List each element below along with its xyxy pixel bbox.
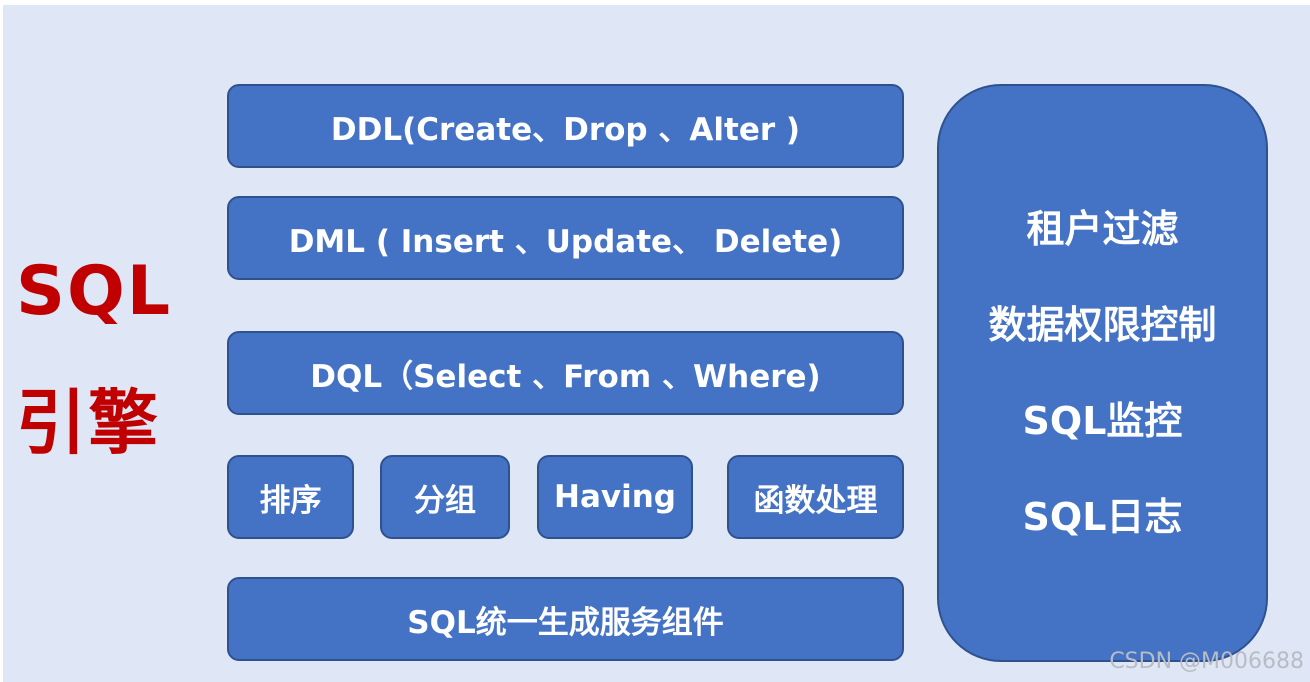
sql-service-label: SQL统一生成服务组件 (407, 604, 724, 641)
right-panel: 租户过滤 数据权限控制 SQL监控 SQL日志 (937, 84, 1268, 662)
tenant-filter-label: 租户过滤 (1026, 207, 1179, 251)
dml-box: DML ( Insert 、Update、 Delete) (227, 196, 904, 280)
side-title-engine: 引擎 (16, 382, 160, 464)
group-box: 分组 (380, 455, 510, 539)
ddl-label: DDL(Create、Drop 、Alter ) (330, 111, 801, 148)
sql-service-box: SQL统一生成服务组件 (227, 577, 904, 661)
dql-label: DQL（Select 、From 、Where) (310, 358, 821, 395)
sort-box: 排序 (227, 455, 354, 539)
sort-label: 排序 (259, 482, 322, 519)
dql-box: DQL（Select 、From 、Where) (227, 331, 904, 415)
sql-monitor-label: SQL监控 (1022, 399, 1183, 443)
function-label: 函数处理 (753, 482, 878, 519)
group-label: 分组 (414, 482, 476, 519)
data-permission-label: 数据权限控制 (988, 303, 1217, 347)
side-title-sql: SQL (16, 252, 173, 331)
watermark: CSDN @M006688 (1109, 649, 1304, 674)
dml-label: DML ( Insert 、Update、 Delete) (288, 223, 843, 260)
function-box: 函数处理 (727, 455, 904, 539)
ddl-box: DDL(Create、Drop 、Alter ) (227, 84, 904, 168)
having-box: Having (537, 455, 693, 539)
having-label: Having (554, 479, 676, 515)
sql-log-label: SQL日志 (1022, 495, 1183, 539)
